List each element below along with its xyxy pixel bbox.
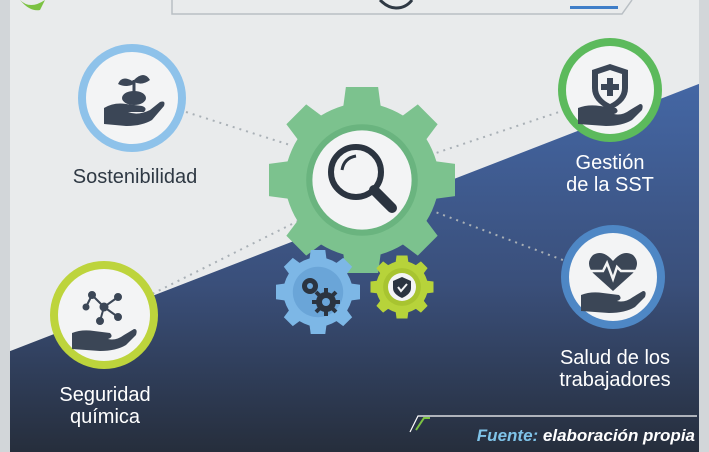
node-sostenibilidad (78, 44, 186, 152)
label-gestion-line1: Gestión (575, 152, 645, 174)
frame-left (0, 0, 10, 452)
label-quimica-line1: Seguridad (59, 384, 151, 406)
title-frame (171, 0, 633, 15)
plant-in-hand-icon (104, 75, 165, 126)
label-sostenibilidad: Sostenibilidad (60, 166, 210, 188)
source-value: elaboración propia (538, 426, 695, 445)
label-salud-line2: trabajadores (559, 369, 671, 391)
node-gestion-sst (558, 38, 662, 142)
source-key: Fuente: (476, 426, 539, 445)
central-gear (269, 87, 455, 273)
magnifier-gear-icon (328, 144, 397, 213)
title-leaf-icon (20, 0, 45, 11)
title-glyph-fragment (378, 0, 414, 10)
shield-check-gear-icon (388, 273, 416, 301)
heart-pulse-in-hand-icon (581, 253, 646, 313)
label-salud-line1: Salud de los (559, 347, 671, 369)
node-salud (561, 225, 665, 329)
shield-cross-in-hand-icon (578, 64, 643, 126)
node-quimica (50, 261, 158, 369)
label-quimica: Seguridad química (42, 384, 168, 428)
cogs-gear-icon (302, 278, 340, 316)
label-gestion-line2: de la SST (566, 174, 654, 196)
connector-quimica (139, 219, 301, 301)
title-accent-bar (570, 6, 618, 9)
label-quimica-line2: química (69, 406, 141, 428)
label-sostenibilidad-text: Sostenibilidad (72, 166, 198, 188)
footer-accent (415, 417, 430, 431)
label-salud: Salud de los trabajadores (542, 347, 688, 391)
molecule-in-hand-icon (72, 291, 137, 351)
connectors (139, 109, 569, 301)
frame-right (699, 0, 709, 452)
source-caption: Fuente: elaboración propia (477, 426, 695, 446)
footer-rule (409, 415, 697, 433)
label-gestion: Gestión de la SST (555, 152, 665, 196)
connector-gestion (429, 109, 566, 156)
